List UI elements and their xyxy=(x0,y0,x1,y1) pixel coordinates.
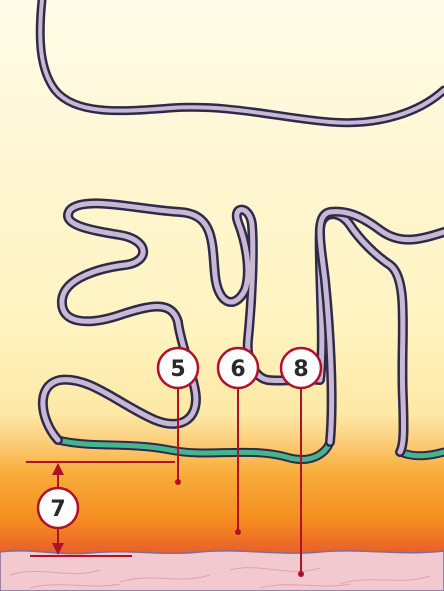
callout-5-label: 5 xyxy=(170,357,185,382)
callout-6: 6 xyxy=(218,348,258,388)
callout-8-label: 8 xyxy=(293,357,308,382)
leader-dot-8 xyxy=(298,571,304,577)
callout-5: 5 xyxy=(158,348,198,388)
callout-7: 7 xyxy=(38,488,78,528)
callout-8: 8 xyxy=(281,348,321,388)
leader-dot-5 xyxy=(175,479,181,485)
leader-dot-6 xyxy=(235,529,241,535)
callout-6-label: 6 xyxy=(230,357,245,382)
callout-7-label: 7 xyxy=(50,497,65,522)
